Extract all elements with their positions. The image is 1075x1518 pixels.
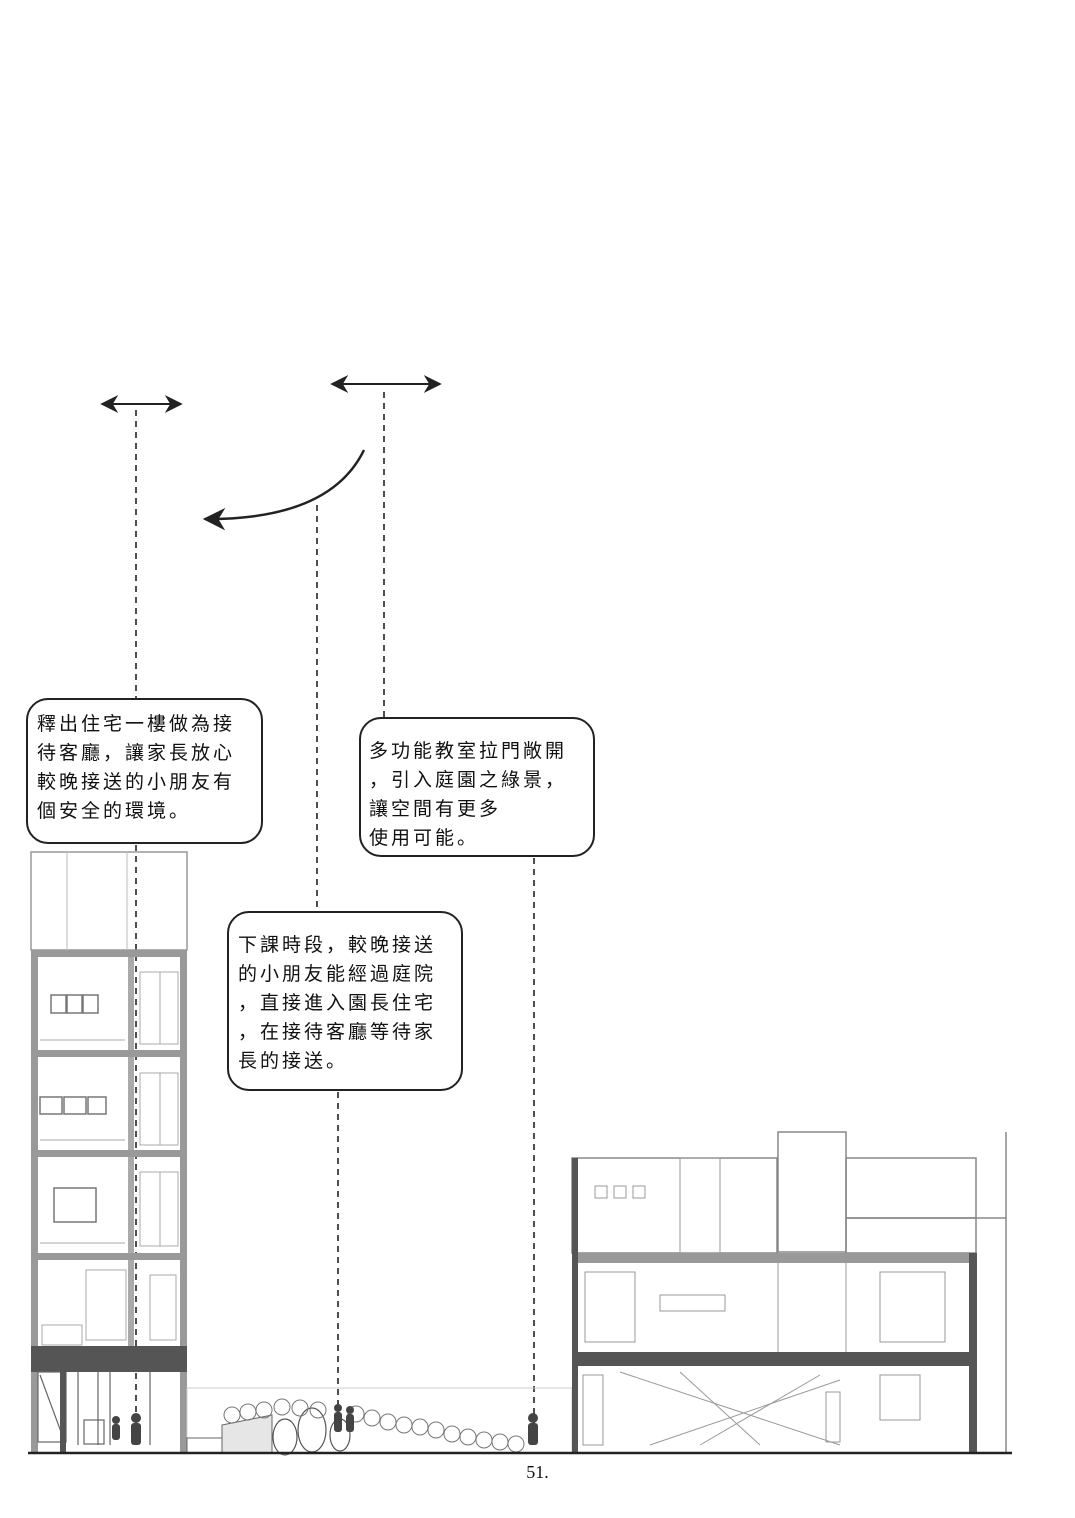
right-building-section [571, 1131, 1007, 1453]
callout-classroom-line: 使用可能。 [369, 827, 480, 849]
left-building-section [30, 851, 188, 1453]
callout-classroom: 多功能教室拉門敞開 ，引入庭園之綠景， 讓空間有更多 使用可能。 [359, 717, 595, 857]
leader-lines [135, 392, 535, 1440]
callout-residence-line: 待客廳，讓家長放心 [37, 742, 236, 764]
page-number: 51. [526, 1462, 549, 1482]
callout-residence-line: 個安全的環境。 [37, 800, 192, 822]
callout-residence-line: 較晚接送的小朋友有 [37, 771, 236, 793]
callout-classroom-line: 多功能教室拉門敞開 [369, 740, 568, 762]
callout-residence: 釋出住宅一樓做為接 待客廳，讓家長放心 較晚接送的小朋友有 個安全的環境。 [26, 698, 263, 844]
callout-path-line: 下課時段，較晚接送 [238, 934, 437, 956]
callout-residence-line: 釋出住宅一樓做為接 [37, 713, 236, 735]
courtyard [186, 1387, 573, 1456]
callout-classroom-line: ，引入庭園之綠景， [369, 769, 568, 791]
callout-path-line: ，直接進入園長住宅 [238, 992, 437, 1014]
curved-arrow [202, 449, 366, 531]
callout-courtyard-path: 下課時段，較晚接送 的小朋友能經過庭院 ，直接進入園長住宅 ，在接待客廳等待家 … [227, 911, 463, 1091]
callout-classroom-line: 讓空間有更多 [369, 798, 502, 820]
callout-path-line: ，在接待客廳等待家 [238, 1021, 437, 1043]
callout-path-line: 的小朋友能經過庭院 [238, 963, 437, 985]
callout-path-line: 長的接送。 [238, 1050, 349, 1072]
